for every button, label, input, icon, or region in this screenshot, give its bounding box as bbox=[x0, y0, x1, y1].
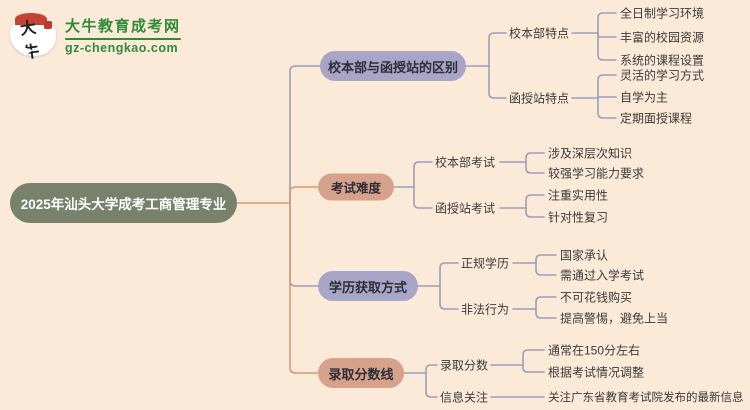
leaf-node: 根据考试情况调整 bbox=[548, 365, 645, 380]
branch-node-degree-methods: 学历获取方式 bbox=[318, 271, 418, 301]
child-node-campus-exam: 校本部考试 bbox=[435, 155, 496, 170]
child-node-campus-features: 校本部特点 bbox=[509, 26, 570, 41]
child-node-illegal-behavior: 非法行为 bbox=[461, 302, 510, 317]
child-node-admission-points: 录取分数 bbox=[440, 358, 489, 373]
leaf-node: 提高警惕，避免上当 bbox=[560, 311, 669, 326]
child-node-formal-degree: 正规学历 bbox=[461, 256, 510, 271]
leaf-node: 需通过入学考试 bbox=[560, 268, 645, 283]
leaf-node: 丰富的校园资源 bbox=[620, 30, 705, 45]
branch-node-campus-vs-station: 校本部与函授站的区别 bbox=[320, 51, 466, 81]
brand-name: 大牛教育成考网 bbox=[65, 18, 181, 35]
logo-seal-icon bbox=[44, 21, 52, 29]
logo-red-hat bbox=[15, 13, 47, 25]
leaf-node: 涉及深层次知识 bbox=[548, 146, 633, 161]
child-node-station-features: 函授站特点 bbox=[509, 91, 570, 106]
leaf-node: 全日制学习环境 bbox=[620, 6, 705, 21]
leaf-node: 针对性复习 bbox=[548, 210, 609, 225]
leaf-node: 灵活的学习方式 bbox=[620, 68, 705, 83]
leaf-node: 国家承认 bbox=[560, 248, 609, 263]
leaf-node: 自学为主 bbox=[620, 90, 669, 105]
child-node-station-exam: 函授站考试 bbox=[435, 201, 496, 216]
leaf-node: 定期面授课程 bbox=[620, 111, 693, 126]
leaf-node: 注重实用性 bbox=[548, 188, 609, 203]
leaf-node: 不可花钱购买 bbox=[560, 290, 633, 305]
brand-domain: gz-chengkao.com bbox=[65, 41, 179, 55]
root-node: 2025年汕头大学成考工商管理专业 bbox=[10, 183, 237, 223]
leaf-node: 较强学习能力要求 bbox=[548, 166, 645, 181]
daniu-logo-icon: 大牛 bbox=[10, 13, 56, 64]
leaf-node: 关注广东省教育考试院发布的最新信息 bbox=[548, 392, 744, 404]
leaf-node: 系统的课程设置 bbox=[620, 53, 705, 68]
brand-divider bbox=[65, 38, 181, 40]
site-logo: 大牛 大牛教育成考网 gz-chengkao.com bbox=[10, 13, 181, 64]
child-node-info-follow: 信息关注 bbox=[440, 390, 489, 405]
branch-node-admission-score: 录取分数线 bbox=[318, 358, 404, 388]
branch-node-exam-difficulty: 考试难度 bbox=[318, 173, 394, 201]
leaf-node: 通常在150分左右 bbox=[548, 343, 641, 358]
